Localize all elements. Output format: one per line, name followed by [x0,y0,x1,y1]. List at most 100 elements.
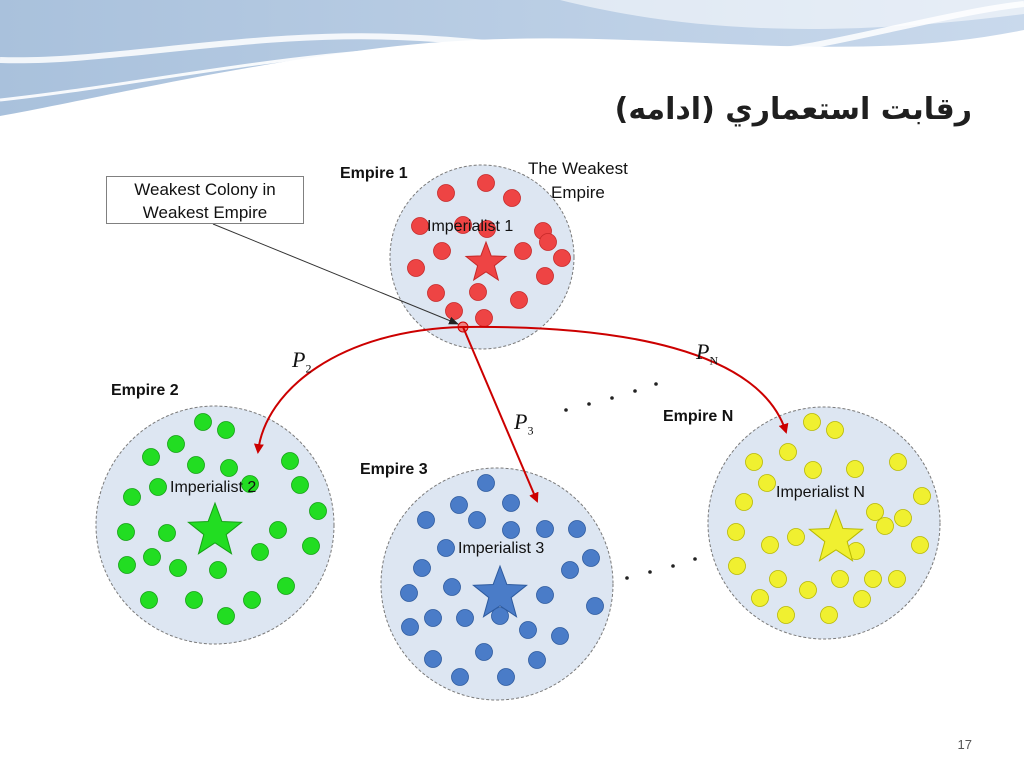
empire-2-colony-9 [123,488,141,506]
empire-3-colony-23 [475,643,493,661]
weakest-empire-line-2: Empire [550,183,605,202]
empire-2-label: Empire 2 [111,382,179,399]
empire-n-colony-15 [876,517,894,535]
empire-n-colony-16 [894,509,912,527]
empire-2-colony-12 [309,502,327,520]
empire-3-colony-10 [561,561,579,579]
empire-n-imperialist-star-icon [808,508,864,562]
empire-3-colony-24 [528,651,546,669]
weakest-colony-callout: Weakest Colony in Weakest Empire [106,176,304,224]
callout-pointer-line [212,223,459,325]
empire-n-colony-11 [913,487,931,505]
empire-2-colony-2 [217,421,235,439]
empire-n-colony-2 [826,421,844,439]
empire-2-colony-19 [118,556,136,574]
empire-2-colony-16 [302,537,320,555]
empire-2-colony-13 [117,523,135,541]
empire-2-colony-20 [169,559,187,577]
empire-2-colony-7 [281,452,299,470]
empire-2-colony-17 [143,548,161,566]
empire-3-colony-17 [424,609,442,627]
ellipsis-dots-lower [625,557,697,580]
empire-2-colony-25 [217,607,235,625]
slide-number: 17 [957,737,972,752]
empire-n-colony-3 [779,443,797,461]
empire-n-colony-10 [866,503,884,521]
empire-n-colony-22 [831,570,849,588]
empire-2-colony-15 [269,521,287,539]
empire-n-region [707,406,941,640]
empire-2-colony-23 [140,591,158,609]
empire-n-colony-27 [820,606,838,624]
empire-3-imperialist-star-icon [472,564,528,618]
header-wave-decoration [0,0,1024,116]
empire-n-colony-14 [787,528,805,546]
empire-3-colony-5 [468,511,486,529]
empire-3-colony-7 [536,520,554,538]
empire-2-colony-10 [241,475,259,493]
arrow-to-empire-3 [462,326,539,503]
empire-n-colony-21 [799,581,817,599]
colonies-layer [117,174,931,686]
empire-n-colony-7 [889,453,907,471]
empire-3-colony-22 [551,627,569,645]
empire-n-colony-13 [761,536,779,554]
empire-1-colony-15 [469,283,487,301]
imperialist-3-label: Imperialist 3 [458,540,545,557]
empire-3-colony-9 [437,539,455,557]
empire-2-colony-14 [158,524,176,542]
empire-2-colony-18 [251,543,269,561]
empire-3-colony-21 [519,621,537,639]
empire-1-colony-8 [433,242,451,260]
empire-1-colony-16 [510,291,528,309]
empire-2-colony-3 [167,435,185,453]
empire-n-colony-19 [728,557,746,575]
empire-1-colony-6 [478,220,496,238]
empire-1-colony-13 [536,267,554,285]
empire-1-imperialist-star-icon [464,240,508,282]
empire-2-colony-6 [220,459,238,477]
empire-3-colony-6 [502,521,520,539]
empire-1-colony-18 [475,309,493,327]
empire-3-colony-18 [456,609,474,627]
empire-1-colony-4 [411,217,429,235]
empire-n-colony-1 [803,413,821,431]
probability-pn: PN [696,339,719,368]
empire-1-colony-1 [477,174,495,192]
weakest-empire-label: The Weakest Empire [528,157,628,205]
empire-n-colony-4 [745,453,763,471]
arrow-to-empire-2 [253,326,464,454]
empire-n-colony-5 [804,461,822,479]
empire-n-colony-20 [769,570,787,588]
callout-line-2: Weakest Empire [142,203,268,222]
empire-3-colony-27 [497,668,515,686]
empire-3-colony-25 [424,650,442,668]
empire-1-colony-3 [503,189,521,207]
empire-3-colony-12 [413,559,431,577]
empire-1-colony-9 [514,242,532,260]
arrow-to-empire-n [462,325,789,434]
empire-3-colony-26 [451,668,469,686]
empire-1-colony-10 [539,233,557,251]
empire-2-colony-5 [187,456,205,474]
empire-2-colony-4 [142,448,160,466]
empire-n-colony-6 [846,460,864,478]
empire-n-colony-28 [853,590,871,608]
empire-3-colony-2 [450,496,468,514]
empire-3-colony-16 [586,597,604,615]
empire-n-colony-9 [735,493,753,511]
empire-2-colony-1 [194,413,212,431]
empire-3-label: Empire 3 [360,461,428,478]
empire-n-colony-8 [758,474,776,492]
empire-1-colony-17 [445,302,463,320]
empire-1-colony-14 [427,284,445,302]
empire-2-colony-26 [243,591,261,609]
empire-1-colony-11 [553,249,571,267]
empire-3-colony-19 [401,618,419,636]
slide-title: رقابت استعماري (ادامه) [614,92,972,127]
empire-1-colony-5 [454,216,472,234]
empire-n-label: Empire N [663,408,734,425]
empire-2-colony-8 [149,478,167,496]
imperialist-n-label: Imperialist N [776,484,865,501]
